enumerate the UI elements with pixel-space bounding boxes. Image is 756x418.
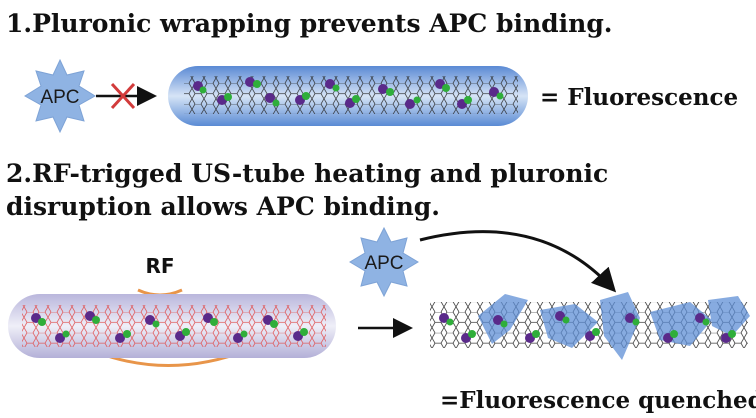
section2-heading-line1: 2.RF-trigged US-tube heating and pluroni… (6, 159, 608, 188)
section1-result: = Fluorescence (540, 84, 738, 111)
apc-label-1: APC (40, 87, 79, 108)
fluorescent-molecules-1 (193, 77, 504, 109)
blocked-arrow (96, 82, 157, 110)
section1-heading: 1.Pluronic wrapping prevents APC binding… (6, 9, 613, 38)
nanotube-lattice-1 (184, 76, 518, 114)
apc-label-2: APC (364, 253, 403, 274)
fluorescent-molecules-2 (31, 311, 308, 343)
nanotube-lattice-2 (22, 305, 326, 347)
apc-star-1: APC (24, 58, 96, 134)
heated-nanotube (8, 294, 336, 358)
rf-label: RF (145, 254, 174, 278)
section2-heading-line2: disruption allows APC binding. (6, 192, 440, 221)
wrapped-nanotube (168, 66, 528, 126)
section2-result: =Fluorescence quenched (440, 387, 756, 414)
quenched-nanotube (430, 292, 750, 360)
quenched-molecules (439, 311, 736, 343)
apc-star-2: APC (349, 226, 419, 298)
binding-arrow (419, 230, 617, 293)
